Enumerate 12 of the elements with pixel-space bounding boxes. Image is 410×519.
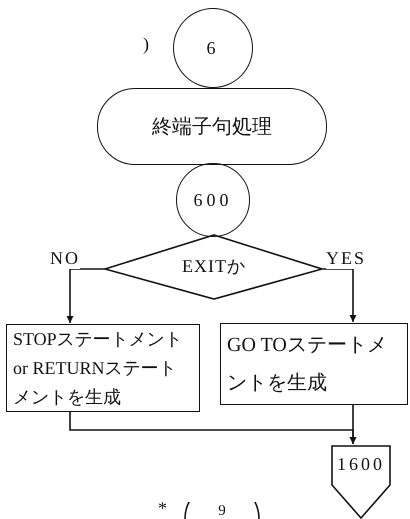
terminal-box: 終端子句処理 <box>97 88 327 165</box>
connector-circle: 600 <box>176 163 250 237</box>
process-box: GO TOステートメントを生成 <box>220 323 408 405</box>
bracket-mark: ) <box>143 34 149 55</box>
arrow <box>323 268 356 322</box>
process-box: STOPステートメント or RETURNステートメントを生成 <box>6 324 200 412</box>
offpage-connector: 1600 <box>331 445 391 519</box>
decision-diamond: EXITか <box>105 234 323 300</box>
arrow <box>350 405 356 444</box>
asterisk-mark: * <box>158 498 167 519</box>
connector-circle: 6 <box>173 8 253 88</box>
arrow <box>66 268 105 323</box>
